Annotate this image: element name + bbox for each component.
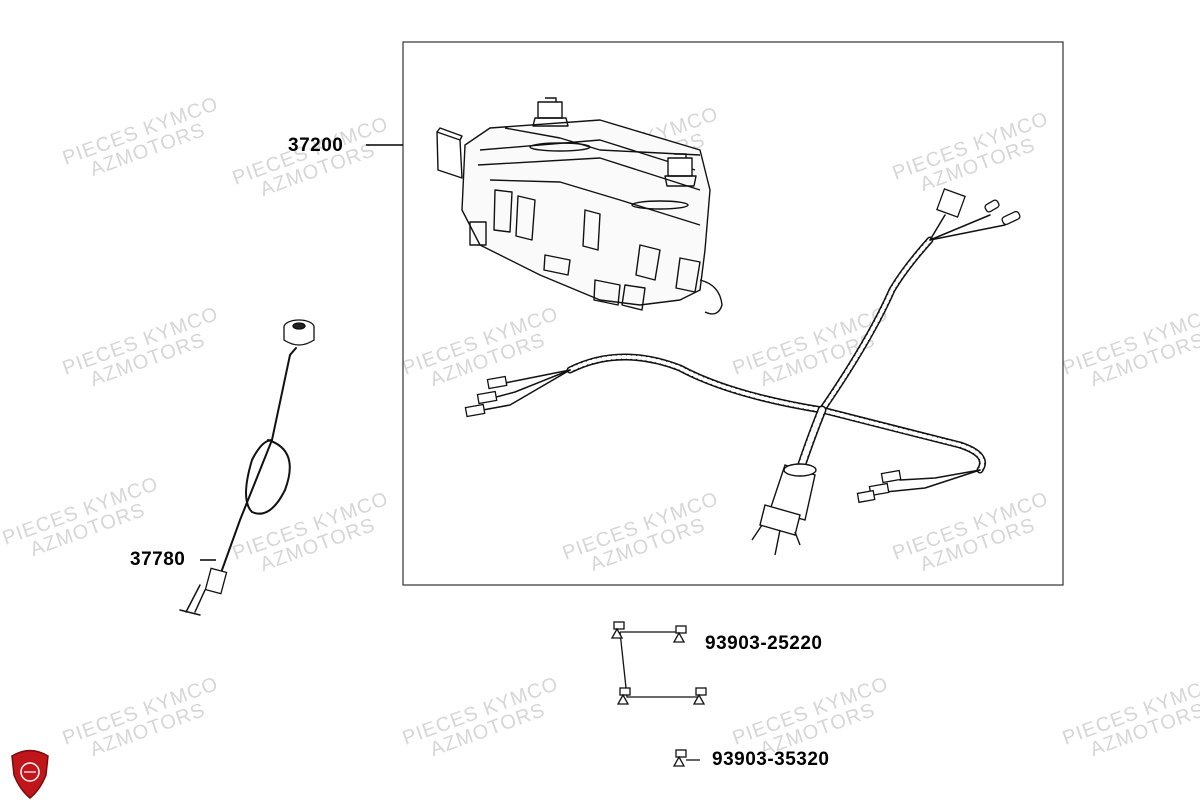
bulb-socket <box>751 463 817 556</box>
part-label-93903-35320: 93903-35320 <box>712 749 830 770</box>
azmotors-logo <box>11 749 49 799</box>
part-label-93903-25220: 93903-25220 <box>705 633 823 654</box>
assembly-frame <box>402 41 1064 586</box>
screw-icon <box>692 687 707 705</box>
screw-set-25220 <box>610 621 707 705</box>
screw-icon <box>610 621 625 639</box>
screw-35320 <box>672 749 700 767</box>
meter-cluster <box>436 97 723 315</box>
part-label-37200: 37200 <box>288 135 344 156</box>
speed-sensor <box>179 319 315 616</box>
harness-connectors <box>464 188 1021 504</box>
part-label-37780: 37780 <box>130 549 186 570</box>
screw-icon <box>616 687 631 705</box>
screw-icon <box>672 625 687 643</box>
